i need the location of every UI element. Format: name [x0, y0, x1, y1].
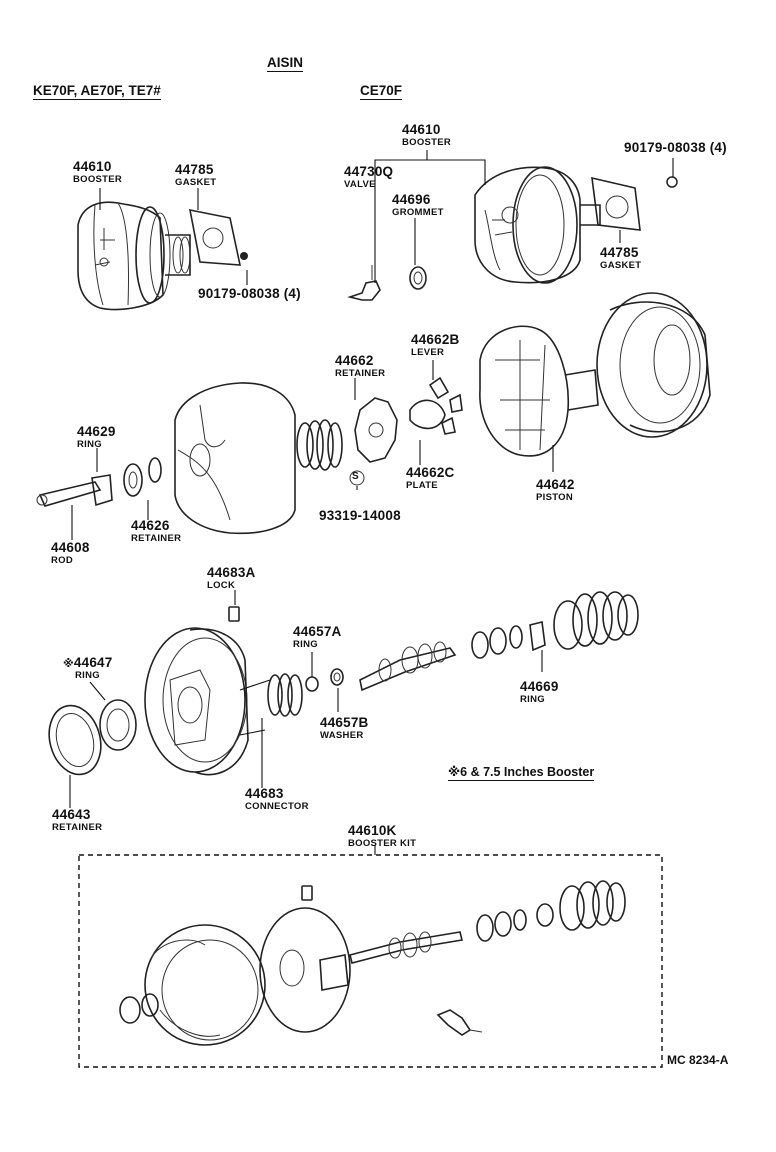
- booster-kit-drawing: [79, 855, 662, 1067]
- leader-lines: [70, 150, 673, 855]
- booster-lower-drawing: [42, 592, 638, 780]
- left-models-header: KE70F, AE70F, TE7#: [33, 83, 161, 100]
- part-label-90179-right: 90179-08038 (4): [624, 140, 727, 155]
- part-label-s-mark: S: [352, 471, 359, 482]
- asterisk-mark: ※: [63, 658, 74, 670]
- booster-mid-drawing: [37, 293, 710, 533]
- part-label-93319-14008: 93319-14008: [319, 508, 401, 523]
- booster-left-drawing: [78, 202, 248, 309]
- footnote: ※6 & 7.5 Inches Booster: [448, 765, 595, 781]
- brand-header: AISIN: [267, 55, 304, 72]
- diagram-code: MC 8234-A: [667, 1053, 729, 1067]
- part-label-90179-left: 90179-08038 (4): [198, 286, 301, 301]
- right-models-header: CE70F: [360, 83, 403, 100]
- booster-right-drawing: [350, 167, 677, 300]
